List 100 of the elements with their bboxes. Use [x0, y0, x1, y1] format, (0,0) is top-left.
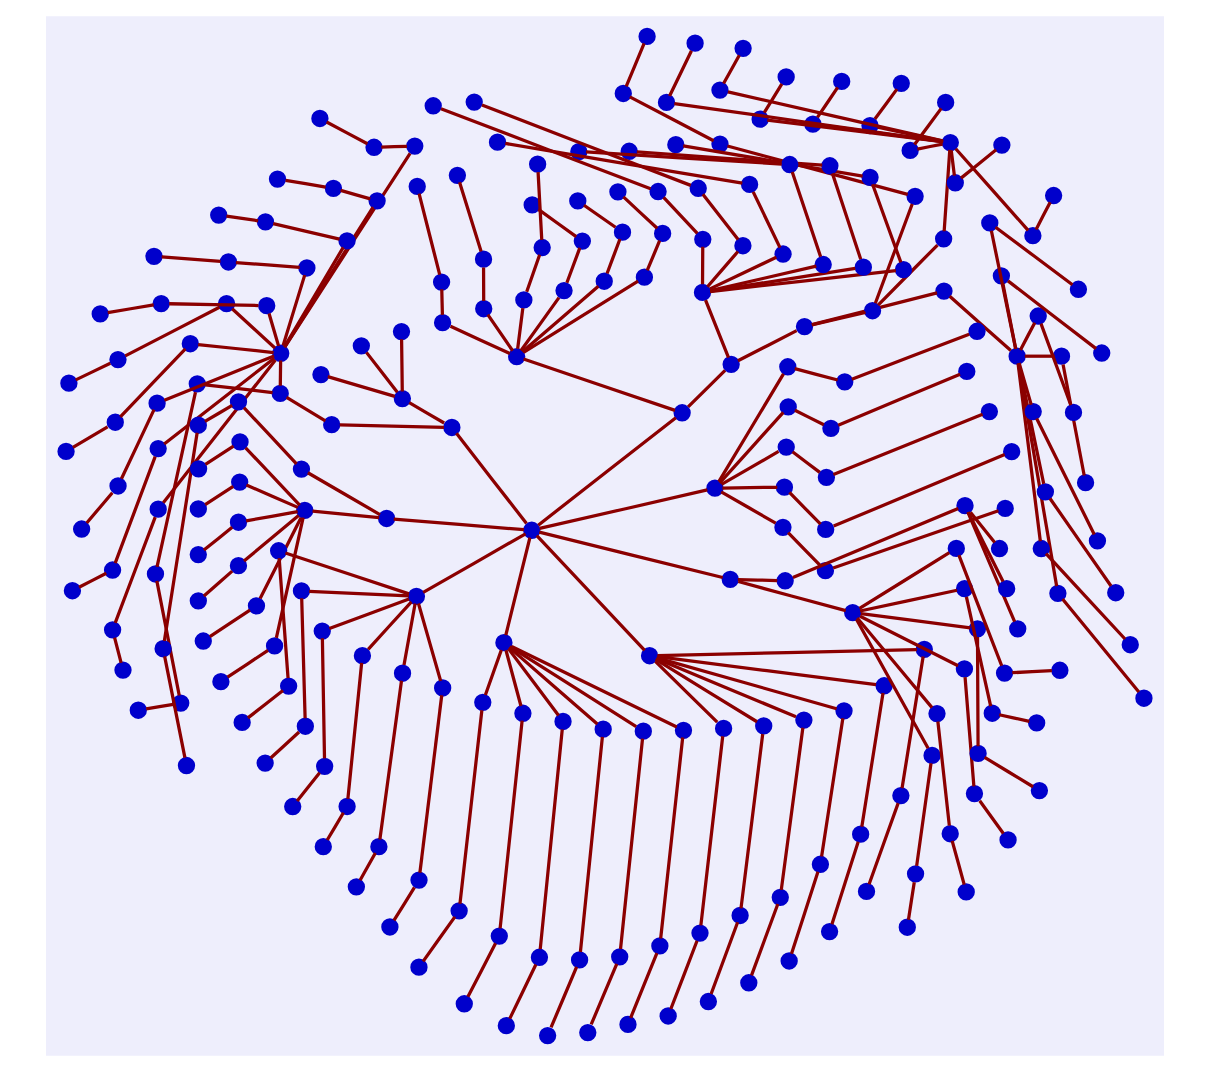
node-circle: [773, 245, 791, 263]
node-circle: [934, 282, 952, 300]
node-circle: [71, 520, 90, 538]
node-circle: [776, 68, 794, 86]
connector: [204, 383, 272, 395]
node-circle: [893, 261, 912, 279]
node-circle: [1134, 689, 1152, 707]
node-circle: [637, 27, 655, 46]
node-circle: [454, 995, 472, 1013]
connector: [761, 83, 783, 114]
connector: [203, 484, 234, 506]
node-circle: [914, 640, 932, 659]
node-circle: [933, 230, 952, 248]
node-circle: [693, 230, 711, 248]
node-circle: [409, 871, 427, 889]
connector: [268, 730, 300, 760]
connector: [112, 516, 156, 624]
node-circle: [1027, 714, 1045, 732]
node-circle: [391, 322, 410, 341]
connector: [271, 222, 339, 241]
node-circle: [489, 927, 507, 945]
node-circle: [1008, 620, 1026, 638]
node-circle: [618, 1015, 636, 1034]
connector: [968, 511, 995, 544]
node-circle: [1106, 584, 1124, 602]
connector: [726, 144, 908, 196]
connector: [1011, 669, 1051, 675]
node-circle: [968, 744, 986, 763]
node-circle: [337, 232, 355, 250]
node-circle: [1031, 539, 1049, 558]
node-circle: [255, 213, 274, 231]
node-circle: [380, 918, 398, 936]
node-circle: [269, 542, 287, 560]
node-circle: [513, 704, 531, 722]
node-circle: [102, 561, 121, 579]
node-circle: [794, 317, 813, 336]
node-circle: [775, 572, 793, 590]
node-circle: [522, 521, 540, 539]
connector: [1034, 417, 1095, 536]
node-circle: [271, 344, 289, 362]
connector: [686, 369, 726, 408]
connector: [831, 509, 998, 570]
node-circle: [994, 664, 1013, 682]
node-circle: [780, 155, 798, 174]
connector: [536, 208, 577, 238]
connector: [118, 347, 186, 419]
node-circle: [815, 562, 834, 580]
node-circle: [474, 300, 492, 318]
connector: [234, 260, 299, 270]
connector: [509, 645, 677, 729]
connector: [786, 531, 821, 567]
connector: [277, 360, 282, 386]
node-circle: [56, 442, 74, 461]
node-circle: [553, 712, 571, 731]
node-circle: [188, 460, 207, 478]
node-circle: [193, 632, 211, 650]
connector: [832, 453, 1005, 528]
node-circle: [351, 337, 369, 355]
node-circle: [554, 281, 572, 300]
connector: [635, 150, 822, 167]
connector: [162, 357, 275, 446]
node-circle: [922, 746, 940, 765]
node-circle: [188, 545, 206, 564]
node-circle: [862, 302, 881, 320]
node-circle: [442, 418, 460, 437]
node-circle: [1051, 347, 1070, 365]
node-circle: [997, 580, 1015, 598]
connector: [582, 203, 616, 229]
connector: [439, 289, 444, 315]
node-circle: [128, 701, 146, 719]
connector: [564, 247, 581, 284]
node-circle: [652, 224, 671, 243]
connector: [628, 95, 714, 143]
node-circle: [102, 621, 121, 639]
connector: [738, 733, 764, 909]
node-circle: [650, 937, 668, 955]
connector: [398, 339, 403, 392]
node-circle: [406, 587, 425, 605]
connector: [584, 150, 781, 166]
node-circle: [619, 142, 637, 160]
connector: [299, 598, 306, 719]
connector: [306, 471, 380, 516]
node-circle: [228, 556, 247, 575]
connector: [112, 637, 122, 664]
node-circle: [537, 1026, 556, 1045]
connector: [914, 762, 932, 867]
node-circle: [639, 647, 658, 665]
connector: [935, 721, 950, 826]
connector: [708, 255, 777, 291]
node-circle: [473, 693, 491, 711]
node-circle: [572, 232, 590, 250]
connector: [997, 713, 1029, 723]
node-circle: [148, 439, 166, 458]
node-circle: [487, 133, 506, 151]
connector: [1038, 323, 1072, 406]
node-circle: [369, 838, 387, 856]
node-circle: [409, 958, 427, 976]
node-circle: [656, 93, 675, 112]
connector: [161, 359, 276, 504]
connector: [407, 401, 444, 425]
